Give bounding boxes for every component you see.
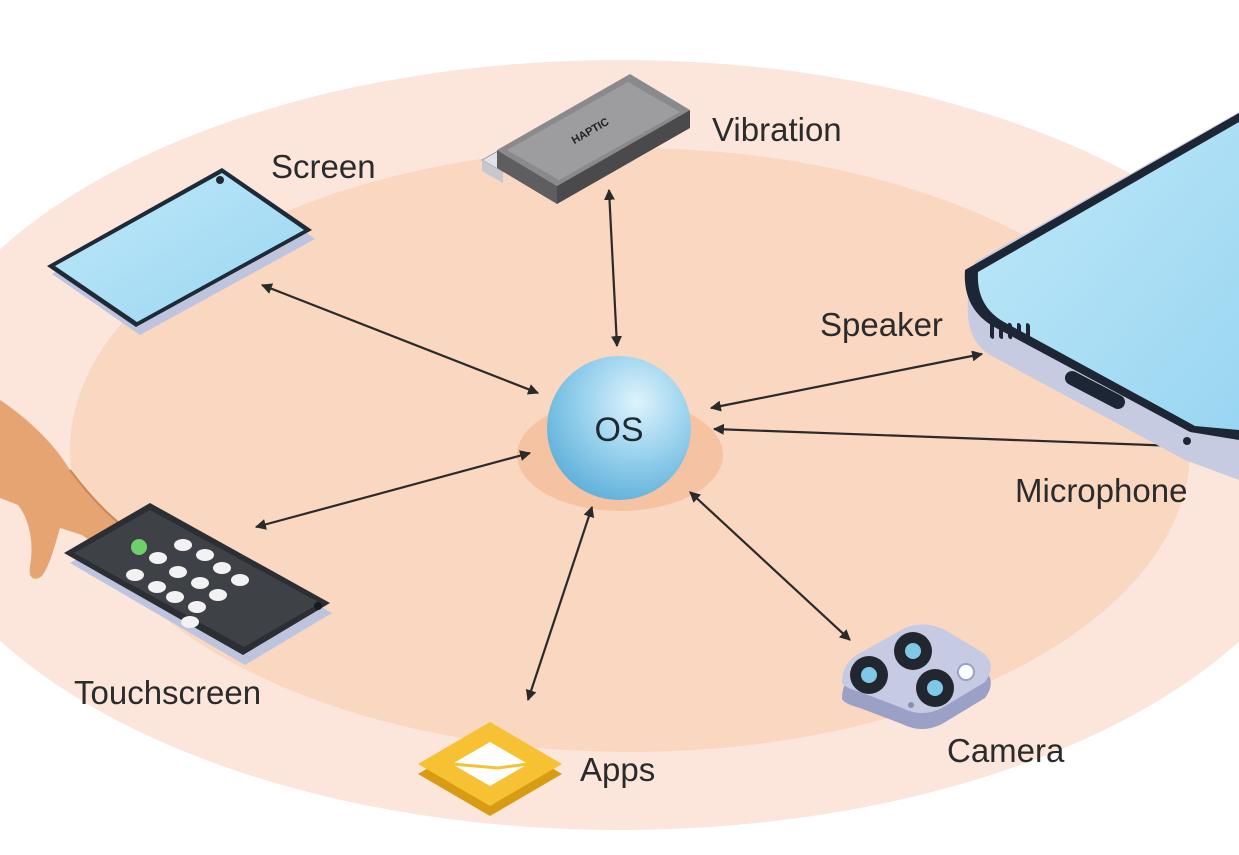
arrow-screen — [260, 283, 540, 395]
arrow-speaker — [709, 350, 984, 412]
arrow-microphone — [712, 423, 1180, 452]
label-camera: Camera — [947, 732, 1065, 769]
arrow-camera — [689, 491, 851, 641]
haptic-device: HAPTIC — [480, 74, 690, 204]
microphone-hole-icon — [1183, 437, 1191, 445]
big-phone — [964, 112, 1239, 480]
label-apps: Apps — [580, 751, 655, 788]
arrows — [254, 188, 1180, 702]
label-speaker: Speaker — [820, 306, 943, 343]
label-vibration: Vibration — [712, 111, 842, 148]
speaker-grille-icon — [990, 322, 1030, 340]
screen-phone — [47, 168, 315, 335]
os-sphere — [547, 356, 691, 500]
touchscreen-phone — [64, 503, 332, 665]
camera-module-icon — [842, 624, 991, 729]
os-label: OS — [594, 411, 643, 449]
arrow-touchscreen — [254, 450, 532, 530]
label-touchscreen: Touchscreen — [74, 674, 261, 711]
arrow-vibration — [604, 188, 622, 348]
apps-envelope-icon — [418, 722, 562, 816]
label-microphone: Microphone — [1015, 472, 1187, 509]
label-screen: Screen — [271, 148, 376, 185]
arrow-apps — [525, 505, 595, 702]
